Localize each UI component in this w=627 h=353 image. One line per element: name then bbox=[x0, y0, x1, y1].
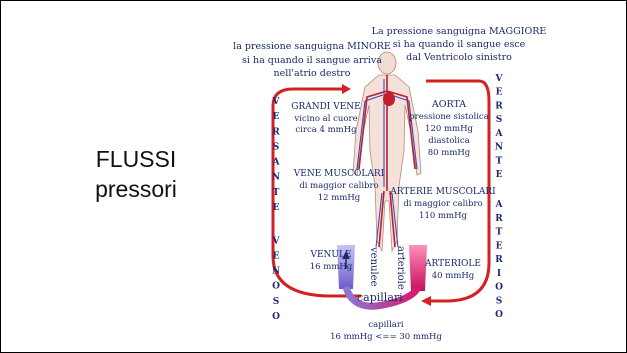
side-letter: R bbox=[495, 101, 503, 111]
venule-line: VENULE bbox=[309, 250, 351, 260]
venule-line: 16 mmHg bbox=[310, 262, 353, 272]
side-letter: A bbox=[495, 129, 504, 139]
side-letter: E bbox=[273, 203, 280, 213]
side-letter: O bbox=[495, 283, 503, 293]
side-letter: E bbox=[496, 170, 503, 180]
side-letter: R bbox=[272, 127, 280, 137]
side-letter: S bbox=[496, 115, 503, 125]
side-letter: O bbox=[272, 312, 280, 322]
side-letter: V bbox=[495, 74, 504, 84]
human-body-figure bbox=[353, 52, 421, 251]
arterie-muscolari-label: ARTERIE MUSCOLARI di maggior calibro 110… bbox=[389, 187, 496, 221]
arteriole-tube-label: arteriole bbox=[395, 246, 406, 290]
top-right-caption-line: La pressione sanguigna MAGGIORE bbox=[372, 26, 547, 37]
side-letter: E bbox=[496, 88, 503, 98]
top-left-caption-line: si ha quando il sangue arriva bbox=[242, 55, 382, 66]
side-letter: T bbox=[496, 156, 503, 166]
vene-muscolari-line: di maggior calibro bbox=[299, 181, 378, 191]
side-letter: V bbox=[272, 97, 281, 107]
vene-muscolari-label: VENE MUSCOLARI di maggior calibro 12 mmH… bbox=[293, 169, 385, 203]
vene-muscolari-line: 12 mmHg bbox=[318, 193, 361, 203]
side-letter: T bbox=[496, 228, 503, 238]
loop-arrow-top-left-icon bbox=[342, 84, 351, 94]
grandi-vene-line: vicino al cuore bbox=[293, 114, 357, 124]
top-left-caption-line: la pressione sanguigna MINORE bbox=[233, 41, 391, 52]
side-letter: S bbox=[273, 297, 280, 307]
bottom-caption: capillari 16 mmHg <== 30 mmHg bbox=[330, 320, 442, 342]
side-letter: I bbox=[497, 269, 501, 279]
arterie-muscolari-line: 110 mmHg bbox=[419, 211, 467, 221]
vene-muscolari-line: VENE MUSCOLARI bbox=[293, 169, 385, 179]
side-letter: T bbox=[273, 188, 280, 198]
arteriole-label: ARTERIOLE 40 mmHg bbox=[424, 259, 481, 281]
side-letter: S bbox=[273, 142, 280, 152]
aorta-line: pressione sistolica bbox=[409, 112, 489, 122]
grandi-vene-line: circa 4 mmHg bbox=[295, 125, 357, 135]
side-letter: E bbox=[496, 241, 503, 251]
side-letter: N bbox=[272, 173, 280, 183]
grandi-vene-line: GRANDI VENE bbox=[291, 102, 361, 112]
side-letter: R bbox=[495, 255, 503, 265]
top-right-caption: La pressione sanguigna MAGGIORE si ha qu… bbox=[372, 26, 547, 63]
arterie-muscolari-line: di maggior calibro bbox=[403, 199, 482, 209]
side-letter: V bbox=[272, 236, 281, 246]
arterie-muscolari-line: ARTERIE MUSCOLARI bbox=[389, 187, 496, 197]
top-right-caption-line: si ha quando il sangue esce bbox=[393, 39, 526, 50]
venule-tube-label: venulee bbox=[368, 246, 379, 287]
bottom-caption-line: 16 mmHg <== 30 mmHg bbox=[330, 332, 442, 342]
arteriole-line: 40 mmHg bbox=[432, 271, 475, 281]
side-letter: N bbox=[495, 143, 503, 153]
side-letter: O bbox=[272, 282, 280, 292]
side-letter: N bbox=[272, 267, 280, 277]
side-letter: A bbox=[272, 158, 281, 168]
side-letter: E bbox=[273, 112, 280, 122]
arteriole-line: ARTERIOLE bbox=[424, 259, 481, 269]
aorta-label: AORTA pressione sistolica 120 mmHg diast… bbox=[409, 99, 489, 158]
side-letter: E bbox=[273, 251, 280, 261]
bottom-caption-line: capillari bbox=[368, 320, 404, 330]
side-letter: A bbox=[495, 200, 504, 210]
side-letter: O bbox=[495, 310, 503, 320]
aorta-line: 80 mmHg bbox=[428, 148, 471, 158]
top-left-caption-line: nell'atrio destro bbox=[274, 68, 351, 79]
loop-arrow-bottom-right-icon bbox=[421, 296, 431, 306]
side-letter: R bbox=[495, 214, 503, 224]
capillari-tube-label: capillari bbox=[357, 291, 403, 304]
aorta-line: diastolica bbox=[428, 136, 469, 146]
top-right-caption-line: dal Ventricolo sinistro bbox=[406, 52, 512, 63]
aorta-line: AORTA bbox=[431, 99, 466, 110]
grandi-vene-label: GRANDI VENE vicino al cuore circa 4 mmHg bbox=[291, 102, 361, 135]
aorta-line: 120 mmHg bbox=[425, 124, 473, 134]
top-left-caption: la pressione sanguigna MINORE si ha quan… bbox=[233, 41, 391, 79]
side-letter: S bbox=[496, 296, 503, 306]
